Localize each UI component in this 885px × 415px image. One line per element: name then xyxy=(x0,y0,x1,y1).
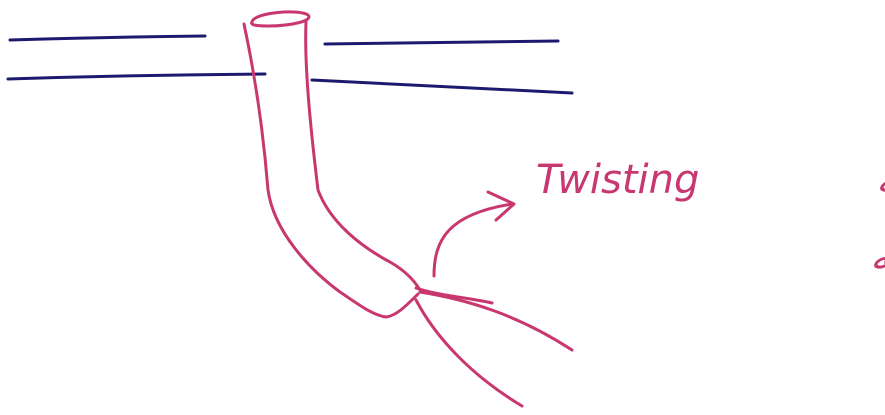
twisted-strand-3 xyxy=(414,298,524,408)
annotation-latin-word: Twisting xyxy=(536,157,699,203)
annotation-arrow-shaft xyxy=(432,202,514,278)
port-tube xyxy=(242,10,574,408)
annotation-arabic-line-1: بكون فيه xyxy=(876,157,885,203)
twisted-strand-2 xyxy=(418,290,574,352)
upper-line-left xyxy=(8,34,207,42)
upper-line-right xyxy=(323,39,560,46)
tube-left-wall xyxy=(242,22,420,319)
layer-lines xyxy=(6,34,574,95)
annotation-arrow-head xyxy=(486,190,516,222)
annotation-arabic-line-2: والجراح مش منتبه xyxy=(870,234,885,280)
port-opening-ellipse xyxy=(250,10,311,28)
twisted-strand-1 xyxy=(414,286,494,305)
lower-line-left xyxy=(6,72,267,81)
lower-line-right xyxy=(310,78,574,95)
annotation-text: Twisting بكون فيه والجراح مش منتبه xyxy=(536,157,885,280)
tube-right-wall xyxy=(304,20,422,292)
